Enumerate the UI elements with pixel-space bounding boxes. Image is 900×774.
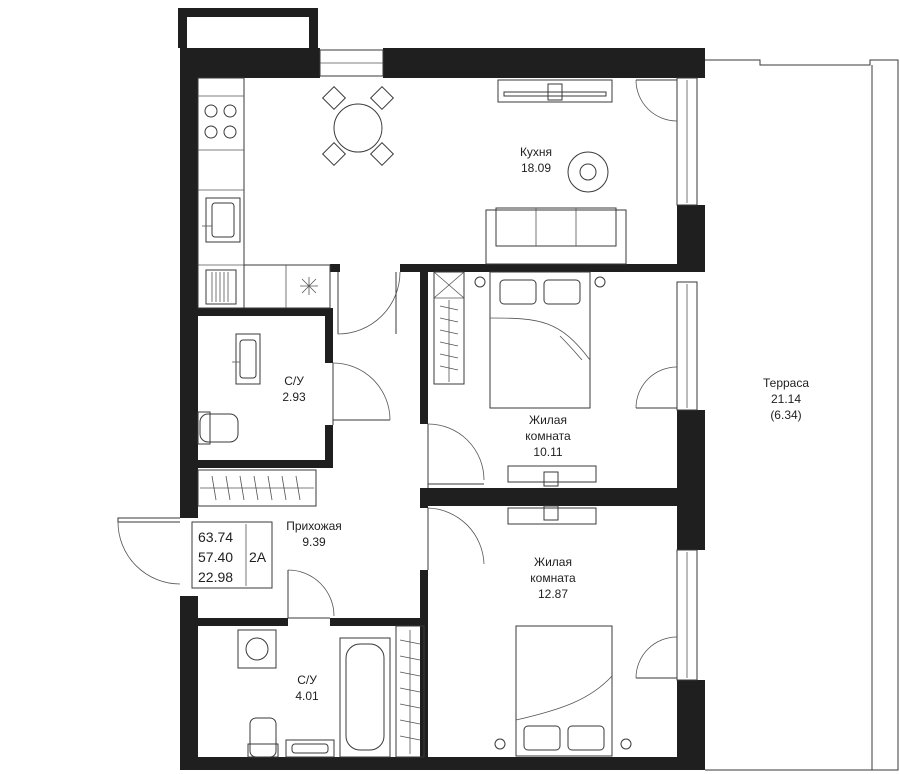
sofa [485,207,627,265]
bath1-name: С/У [284,374,304,388]
label-bedroom2: Жилая комната 12.87 [530,555,576,601]
bath2-area: 4.01 [295,689,319,703]
bedroom2-name-line1: Жилая [534,555,572,569]
doors [117,79,678,679]
label-bath2: С/У 4.01 [295,673,319,703]
rug [567,151,609,193]
bedroom1-name-line2: комната [525,429,571,443]
hall-area: 9.39 [302,535,326,549]
kitchen-counter [197,77,331,309]
bedroom1-furniture [433,271,606,487]
bath2-name: С/У [297,673,317,687]
apartment-summary: 63.74 57.40 22.98 2А [198,529,267,585]
bath1-area: 2.93 [282,390,306,404]
terrace-area: 21.14 [771,392,801,406]
bedroom1-area: 10.11 [533,445,562,459]
dining-table [321,85,395,167]
label-bath1: С/У 2.93 [282,374,306,404]
total-area: 63.74 [198,529,233,545]
windows [676,77,698,681]
label-bedroom1: Жилая комната 10.11 [525,413,571,459]
apartment-type: 2А [249,549,267,565]
label-hall: Прихожая 9.39 [286,519,342,549]
terrace-name: Терраса [763,376,809,390]
bath1-fixtures [197,333,261,445]
kitchen-area: 18.09 [521,161,551,175]
living-area: 22.98 [198,569,233,585]
bedroom2-area: 12.87 [538,587,568,601]
kitchen-tv [497,79,613,103]
bedroom1-name-line1: Жилая [529,413,567,427]
bath2-fixtures [237,625,425,758]
hall-wardrobe [197,469,317,507]
terrace-outline [705,59,899,771]
bedroom2-furniture [494,505,632,757]
hall-name: Прихожая [286,519,342,533]
kitchen-name: Кухня [520,145,552,159]
terrace-reduced-area: (6.34) [770,408,801,422]
net-area: 57.40 [198,549,233,565]
apartment-info-box [191,521,273,589]
walls [178,8,705,770]
bedroom2-name-line2: комната [530,571,576,585]
label-kitchen: Кухня 18.09 [520,145,552,175]
label-terrace: Терраса 21.14 (6.34) [763,376,809,422]
